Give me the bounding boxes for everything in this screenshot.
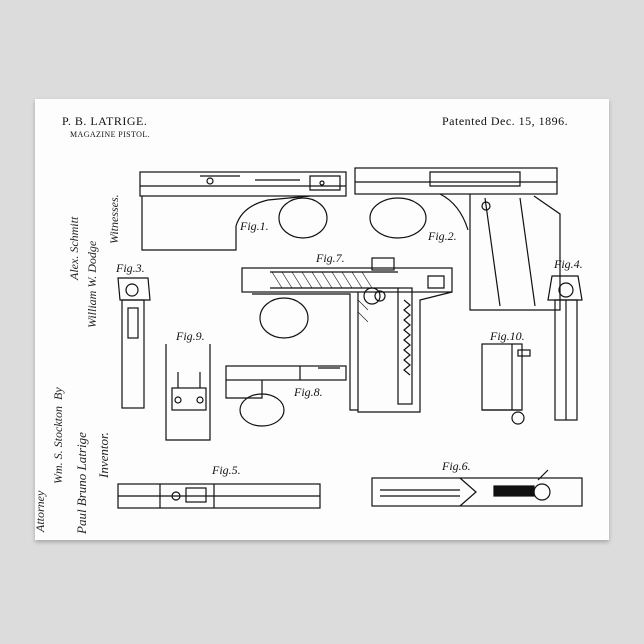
inventor-signature: Paul Bruno Latrige xyxy=(74,432,89,535)
attorney-signature: Wm. S. Stockton xyxy=(51,406,65,484)
fig1-drawing xyxy=(140,172,346,250)
fig4-drawing xyxy=(548,276,582,420)
by-text: By xyxy=(51,387,65,400)
fig6-drawing xyxy=(372,470,582,506)
fig7-label: Fig.7. xyxy=(315,251,345,265)
fig10-drawing xyxy=(482,344,530,424)
fig8-label: Fig.8. xyxy=(293,385,323,399)
fig2-label: Fig.2. xyxy=(427,229,457,243)
fig3-label: Fig.3. xyxy=(115,261,145,275)
inventor-heading: Inventor. xyxy=(96,432,111,479)
fig7-hatching xyxy=(272,272,372,322)
inventor-signature-block: Inventor. Paul Bruno Latrige By Wm. S. S… xyxy=(33,387,111,535)
fig10-label: Fig.10. xyxy=(489,329,525,343)
fig6-label: Fig.6. xyxy=(441,459,471,473)
witness-name-1: William W. Dodge xyxy=(85,240,99,328)
fig8-drawing xyxy=(226,366,346,426)
witness-block: Witnesses. William W. Dodge Alex. Schmit… xyxy=(67,194,121,328)
fig5-label: Fig.5. xyxy=(211,463,241,477)
witnesses-heading: Witnesses. xyxy=(107,194,121,244)
attorney-caption: Attorney xyxy=(33,490,47,533)
fig1-label: Fig.1. xyxy=(239,219,269,233)
fig9-label: Fig.9. xyxy=(175,329,205,343)
fig4-label: Fig.4. xyxy=(553,257,583,271)
fig5-drawing xyxy=(118,484,320,508)
witness-name-2: Alex. Schmitt xyxy=(67,216,81,281)
fig3-drawing xyxy=(118,278,150,408)
fig2-drawing xyxy=(355,168,560,310)
fig9-drawing xyxy=(166,344,210,440)
fig7-drawing xyxy=(242,258,452,412)
